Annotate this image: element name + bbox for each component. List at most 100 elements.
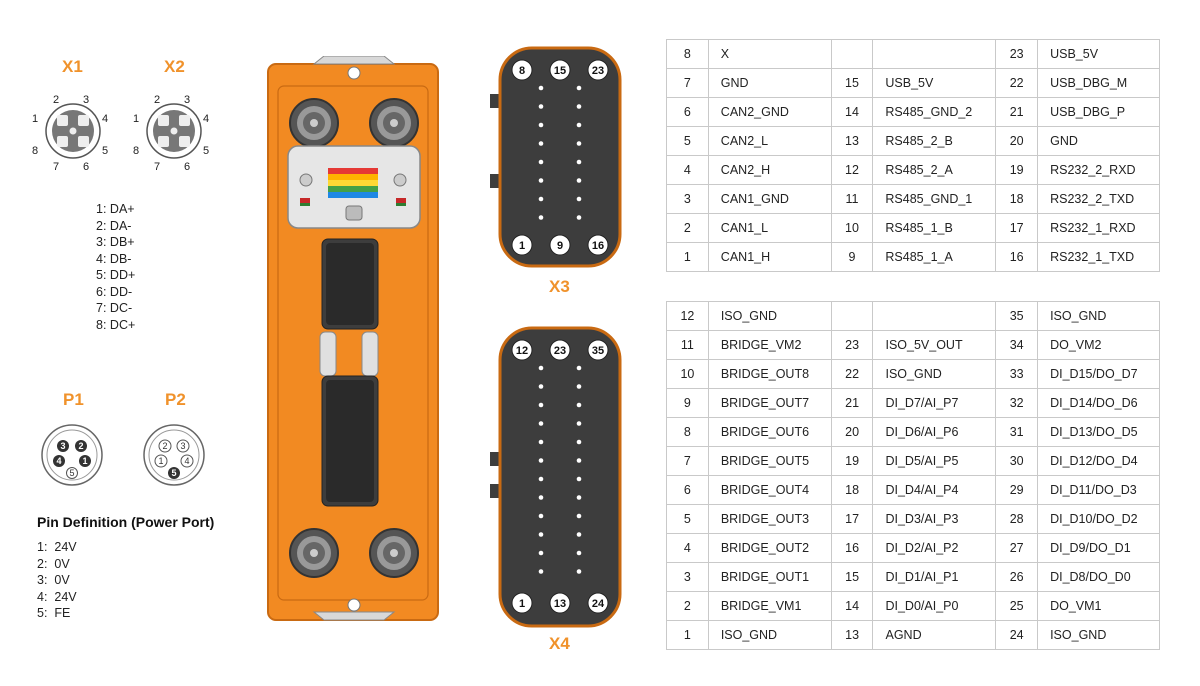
pin-number-cell: 6 bbox=[666, 475, 709, 505]
pin-number-cell: 19 bbox=[830, 446, 874, 476]
p1-pin-number: 3 bbox=[60, 441, 65, 451]
pin-number-cell: 26 bbox=[995, 562, 1039, 592]
power-pin-definition-list: 1: 24V 2: 0V 3: 0V 4: 24V 5: FE bbox=[37, 539, 77, 622]
pin-dot bbox=[576, 141, 582, 146]
signal-name-cell bbox=[872, 39, 997, 69]
signal-name-cell: RS232_2_TXD bbox=[1037, 184, 1160, 214]
signal-name-cell: CAN2_L bbox=[707, 126, 832, 156]
pin-number-cell: 1 bbox=[666, 242, 709, 272]
pin-number-cell: 4 bbox=[666, 533, 709, 563]
pin-dot bbox=[538, 122, 544, 128]
pin-number-cell: 4 bbox=[666, 155, 709, 185]
x4-pin-marker: 12 bbox=[516, 345, 528, 357]
pin-dot bbox=[538, 384, 544, 389]
signal-name-cell: ISO_GND bbox=[872, 359, 997, 389]
pin-number-cell: 22 bbox=[830, 359, 874, 389]
x4-pin-marker: 24 bbox=[592, 598, 605, 610]
signal-name-cell: BRIDGE_OUT8 bbox=[707, 359, 832, 389]
p1-label: P1 bbox=[63, 390, 84, 409]
x2-pin-number: 3 bbox=[184, 94, 190, 106]
pin-number-cell: 19 bbox=[995, 155, 1039, 185]
pin-dot bbox=[538, 365, 544, 371]
signal-name-cell: BRIDGE_OUT7 bbox=[707, 388, 832, 418]
signal-name-cell: RS232_2_RXD bbox=[1037, 155, 1160, 185]
pin-definition-item: 2: DA- bbox=[96, 218, 132, 233]
pin-number-cell: 18 bbox=[830, 475, 874, 505]
signal-name-cell: DI_D14/DO_D6 bbox=[1037, 388, 1160, 418]
pin-number-cell: 27 bbox=[995, 533, 1039, 563]
pin-dot bbox=[576, 104, 582, 109]
pin-dot bbox=[538, 85, 544, 91]
pin-dot bbox=[576, 196, 582, 202]
signal-name-cell: ISO_GND bbox=[707, 301, 832, 331]
pin-dot bbox=[538, 532, 544, 537]
p1-pin-number: 1 bbox=[82, 456, 87, 466]
signal-name-cell: RS485_1_B bbox=[872, 213, 997, 243]
signal-name-cell: DO_VM2 bbox=[1037, 330, 1160, 360]
pin-definition-item: 8: DC+ bbox=[96, 317, 136, 332]
pin-number-cell: 23 bbox=[830, 330, 874, 360]
pin-number-cell: 21 bbox=[995, 97, 1039, 127]
pin-number-cell: 2 bbox=[666, 213, 709, 243]
device-housing-illustration bbox=[267, 56, 439, 621]
signal-name-cell: CAN1_H bbox=[707, 242, 832, 272]
pin-number-cell: 32 bbox=[995, 388, 1039, 418]
p2-pin-number: 3 bbox=[180, 441, 185, 451]
signal-name-cell: RS232_1_RXD bbox=[1037, 213, 1160, 243]
p2-connector: 2 3 1 4 5 bbox=[143, 424, 205, 486]
signal-name-cell: ISO_GND bbox=[1037, 620, 1160, 650]
p1-connector: 3 2 4 1 5 bbox=[41, 424, 103, 486]
pin-number-cell: 2 bbox=[666, 591, 709, 621]
pin-number-cell: 8 bbox=[666, 39, 709, 69]
x3-pin-marker: 16 bbox=[592, 240, 604, 252]
pin-number-cell: 10 bbox=[666, 359, 709, 389]
pin-definition-item: 1: DA+ bbox=[96, 202, 135, 216]
signal-name-cell: DI_D13/DO_D5 bbox=[1037, 417, 1160, 447]
pin-number-cell: 17 bbox=[830, 504, 874, 534]
x1-pin-number: 7 bbox=[53, 161, 59, 173]
p1-p2-pinout-diagram: 3 2 4 1 5 2 3 1 4 5 bbox=[41, 424, 205, 486]
pin-number-cell: 7 bbox=[666, 68, 709, 98]
signal-name-cell: DI_D1/AI_P1 bbox=[872, 562, 997, 592]
pin-number-cell: 15 bbox=[830, 68, 874, 98]
signal-name-cell: BRIDGE_OUT4 bbox=[707, 475, 832, 505]
pin-dot bbox=[538, 513, 544, 519]
pin-dot bbox=[576, 550, 582, 556]
pin-dot bbox=[538, 439, 544, 445]
x2-pin-number: 4 bbox=[203, 113, 209, 125]
pin-number-cell: 13 bbox=[830, 126, 874, 156]
pin-number-cell: 18 bbox=[995, 184, 1039, 214]
pin-number-cell: 10 bbox=[830, 213, 874, 243]
pin-definition-item: 7: DC- bbox=[96, 301, 133, 315]
signal-name-cell: BRIDGE_OUT2 bbox=[707, 533, 832, 563]
x1-pin-number: 5 bbox=[102, 145, 108, 157]
p2-label: P2 bbox=[165, 390, 186, 409]
signal-name-cell: USB_5V bbox=[872, 68, 997, 98]
signal-name-cell: DI_D12/DO_D4 bbox=[1037, 446, 1160, 476]
signal-name-cell: CAN2_H bbox=[707, 155, 832, 185]
pin-number-cell: 29 bbox=[995, 475, 1039, 505]
signal-name-cell: RS232_1_TXD bbox=[1037, 242, 1160, 272]
x3-connector-face: 8 15 23 1 9 16 bbox=[490, 46, 622, 268]
signal-name-cell: GND bbox=[707, 68, 832, 98]
x4-pin-marker: 1 bbox=[519, 598, 525, 610]
signal-name-cell: DI_D3/AI_P3 bbox=[872, 504, 997, 534]
pin-number-cell bbox=[830, 301, 874, 331]
x2-pin-number: 1 bbox=[133, 113, 139, 125]
pin-dot bbox=[576, 421, 582, 426]
pin-number-cell: 17 bbox=[995, 213, 1039, 243]
signal-name-cell: X bbox=[707, 39, 832, 69]
pin-definition-item: 5: FE bbox=[37, 606, 71, 620]
